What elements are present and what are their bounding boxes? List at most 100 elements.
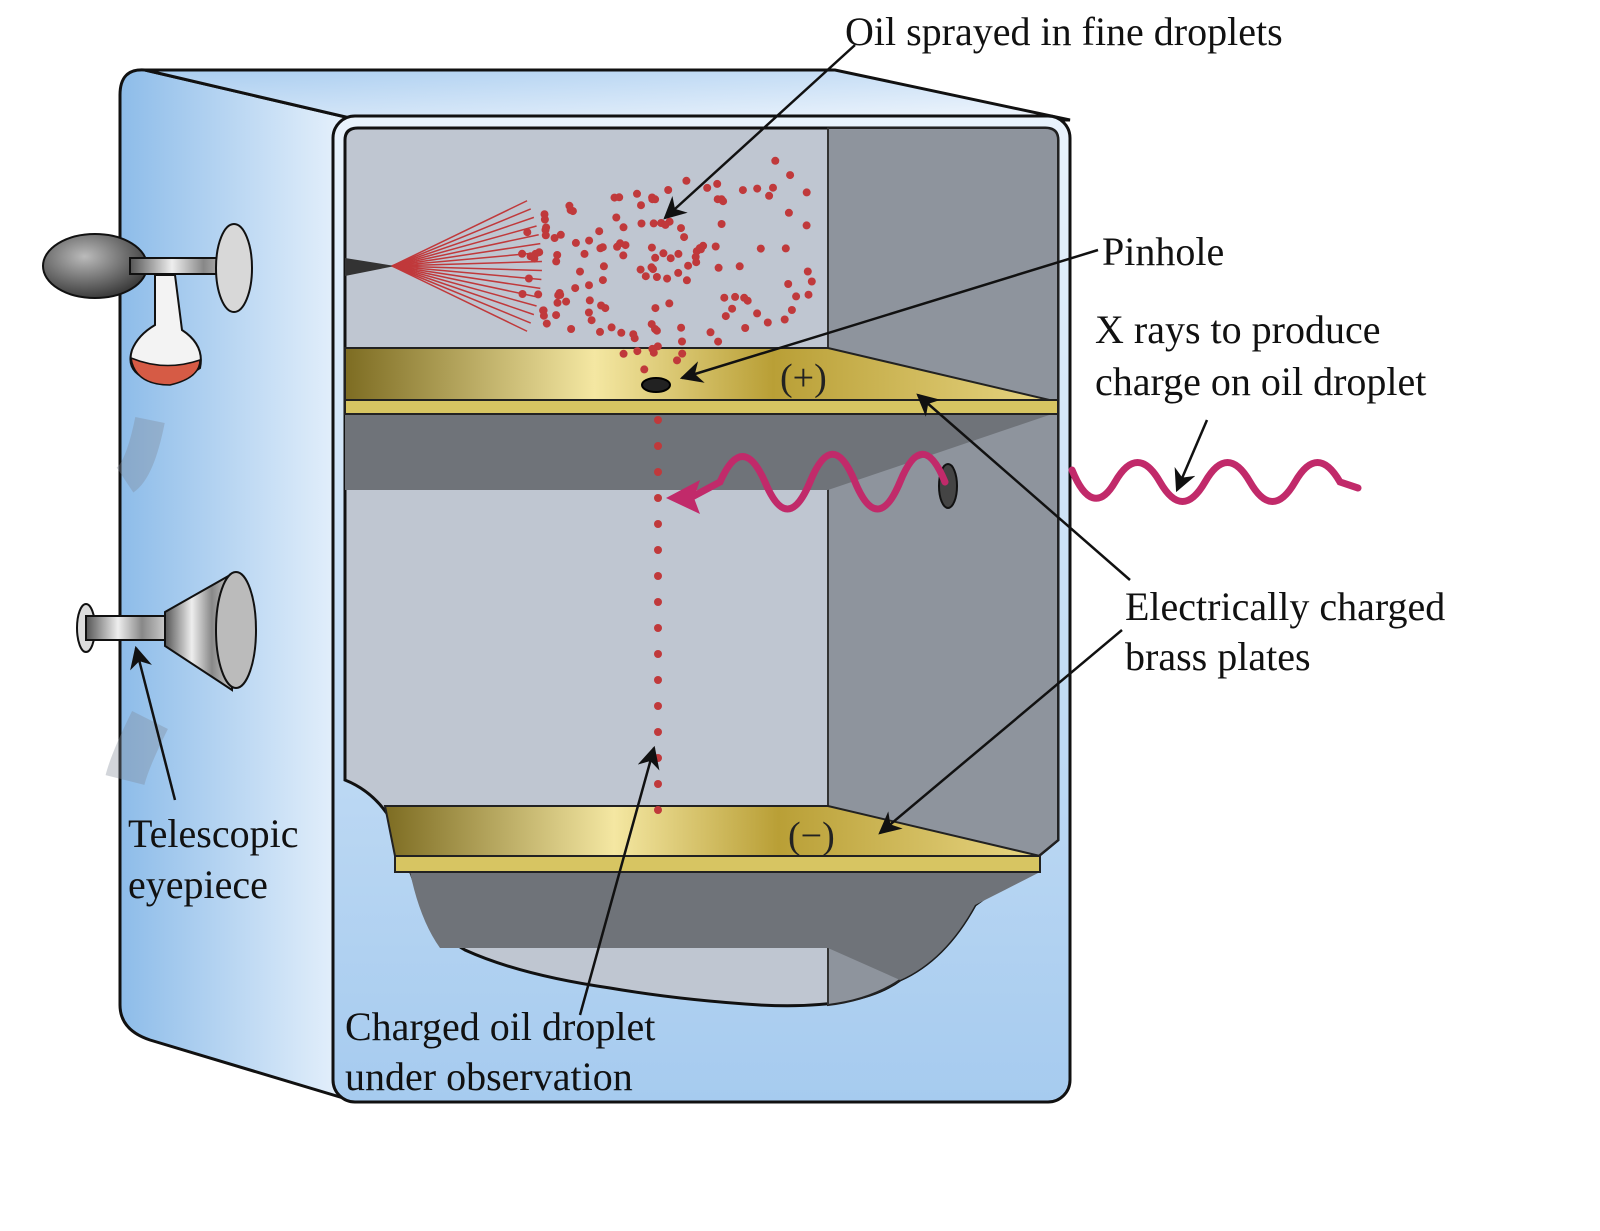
spray-droplet <box>640 365 648 373</box>
spray-droplet <box>542 224 550 232</box>
spray-droplet <box>678 338 686 346</box>
spray-droplet <box>786 171 794 179</box>
spray-droplet <box>713 180 721 188</box>
spray-droplet <box>585 237 593 245</box>
spray-droplet <box>637 266 645 274</box>
spray-droplet <box>673 356 681 364</box>
falling-droplet <box>654 754 662 762</box>
label-telescopic-line1: Telescopic <box>128 811 298 856</box>
spray-droplet <box>596 328 604 336</box>
spray-droplet <box>782 244 790 252</box>
spray-droplet <box>741 324 749 332</box>
falling-droplet <box>654 416 662 424</box>
spray-droplet <box>674 269 682 277</box>
spray-droplet <box>692 258 700 266</box>
spray-droplet <box>539 307 547 315</box>
spray-droplet <box>638 220 646 228</box>
falling-droplet <box>654 728 662 736</box>
spray-droplet <box>788 306 796 314</box>
spray-droplet <box>615 193 623 201</box>
spray-droplet <box>707 328 715 336</box>
falling-droplet <box>654 546 662 554</box>
label-telescopic-line2: eyepiece <box>128 862 268 907</box>
falling-droplet <box>654 494 662 502</box>
spray-droplet <box>764 319 772 327</box>
spray-droplet <box>739 186 747 194</box>
spray-droplet <box>712 243 720 251</box>
spray-droplet <box>677 324 685 332</box>
spray-droplet <box>595 227 603 235</box>
spray-droplet <box>753 309 761 317</box>
xray-wave-outside <box>1072 463 1358 502</box>
spray-droplet <box>599 243 607 251</box>
spray-droplet <box>648 263 656 271</box>
spray-droplet <box>633 190 641 198</box>
spray-droplet <box>553 251 561 259</box>
spray-droplet <box>542 231 550 239</box>
spray-droplet <box>665 299 673 307</box>
spray-droplet <box>650 349 658 357</box>
spray-droplet <box>803 188 811 196</box>
spray-droplet <box>664 186 672 194</box>
spray-droplet <box>629 330 637 338</box>
label-droplet-line2: under observation <box>345 1054 633 1099</box>
spray-droplet <box>527 252 535 260</box>
spray-droplet <box>619 251 627 259</box>
label-oil-sprayed: Oil sprayed in fine droplets <box>845 9 1283 54</box>
spray-droplet <box>651 254 659 262</box>
spray-droplet <box>771 157 779 165</box>
spray-droplet <box>567 325 575 333</box>
spray-droplet <box>699 242 707 250</box>
spray-droplet <box>617 329 625 337</box>
spray-droplet <box>720 294 728 302</box>
falling-droplet <box>654 806 662 814</box>
spray-droplet <box>599 276 607 284</box>
spray-droplet <box>556 289 564 297</box>
spray-droplet <box>586 296 594 304</box>
spray-droplet <box>781 316 789 324</box>
spray-droplet <box>769 184 777 192</box>
falling-droplet <box>654 468 662 476</box>
label-pinhole: Pinhole <box>1102 229 1224 274</box>
falling-droplet <box>654 624 662 632</box>
falling-droplet <box>654 520 662 528</box>
spray-droplet <box>541 216 549 224</box>
spray-droplet <box>597 302 605 310</box>
spray-droplet <box>581 250 589 258</box>
label-droplet-line1: Charged oil droplet <box>345 1004 655 1049</box>
spray-droplet <box>519 290 527 298</box>
spray-droplet <box>525 275 533 283</box>
spray-droplet <box>731 293 739 301</box>
falling-droplet <box>654 780 662 788</box>
spray-droplet <box>684 262 692 270</box>
spray-droplet <box>804 268 812 276</box>
spray-droplet <box>633 347 641 355</box>
spray-droplet <box>620 350 628 358</box>
spray-droplet <box>785 209 793 217</box>
label-xrays-line1: X rays to produce <box>1095 307 1380 352</box>
spray-droplet <box>612 214 620 222</box>
spray-droplet <box>757 245 765 253</box>
spray-droplet <box>572 239 580 247</box>
label-brass-line1: Electrically charged <box>1125 584 1445 629</box>
spray-droplet <box>805 291 813 299</box>
spray-droplet <box>715 264 723 272</box>
pinhole-opening <box>642 378 670 392</box>
label-xrays-line2: charge on oil droplet <box>1095 359 1426 404</box>
spray-droplet <box>661 221 669 229</box>
spray-droplet <box>736 262 744 270</box>
spray-droplet <box>571 284 579 292</box>
label-brass-line2: brass plates <box>1125 634 1311 679</box>
spray-droplet <box>648 244 656 252</box>
spray-droplet <box>562 298 570 306</box>
eyepiece-lens-icon <box>216 572 256 688</box>
spray-droplet <box>653 273 661 281</box>
spray-droplet <box>552 311 560 319</box>
falling-droplet <box>654 442 662 450</box>
spray-droplet <box>683 276 691 284</box>
spray-droplet <box>557 231 565 239</box>
spray-droplet <box>740 294 748 302</box>
plate-negative-label: (−) <box>788 815 835 857</box>
plate-positive-label: (+) <box>780 357 827 399</box>
